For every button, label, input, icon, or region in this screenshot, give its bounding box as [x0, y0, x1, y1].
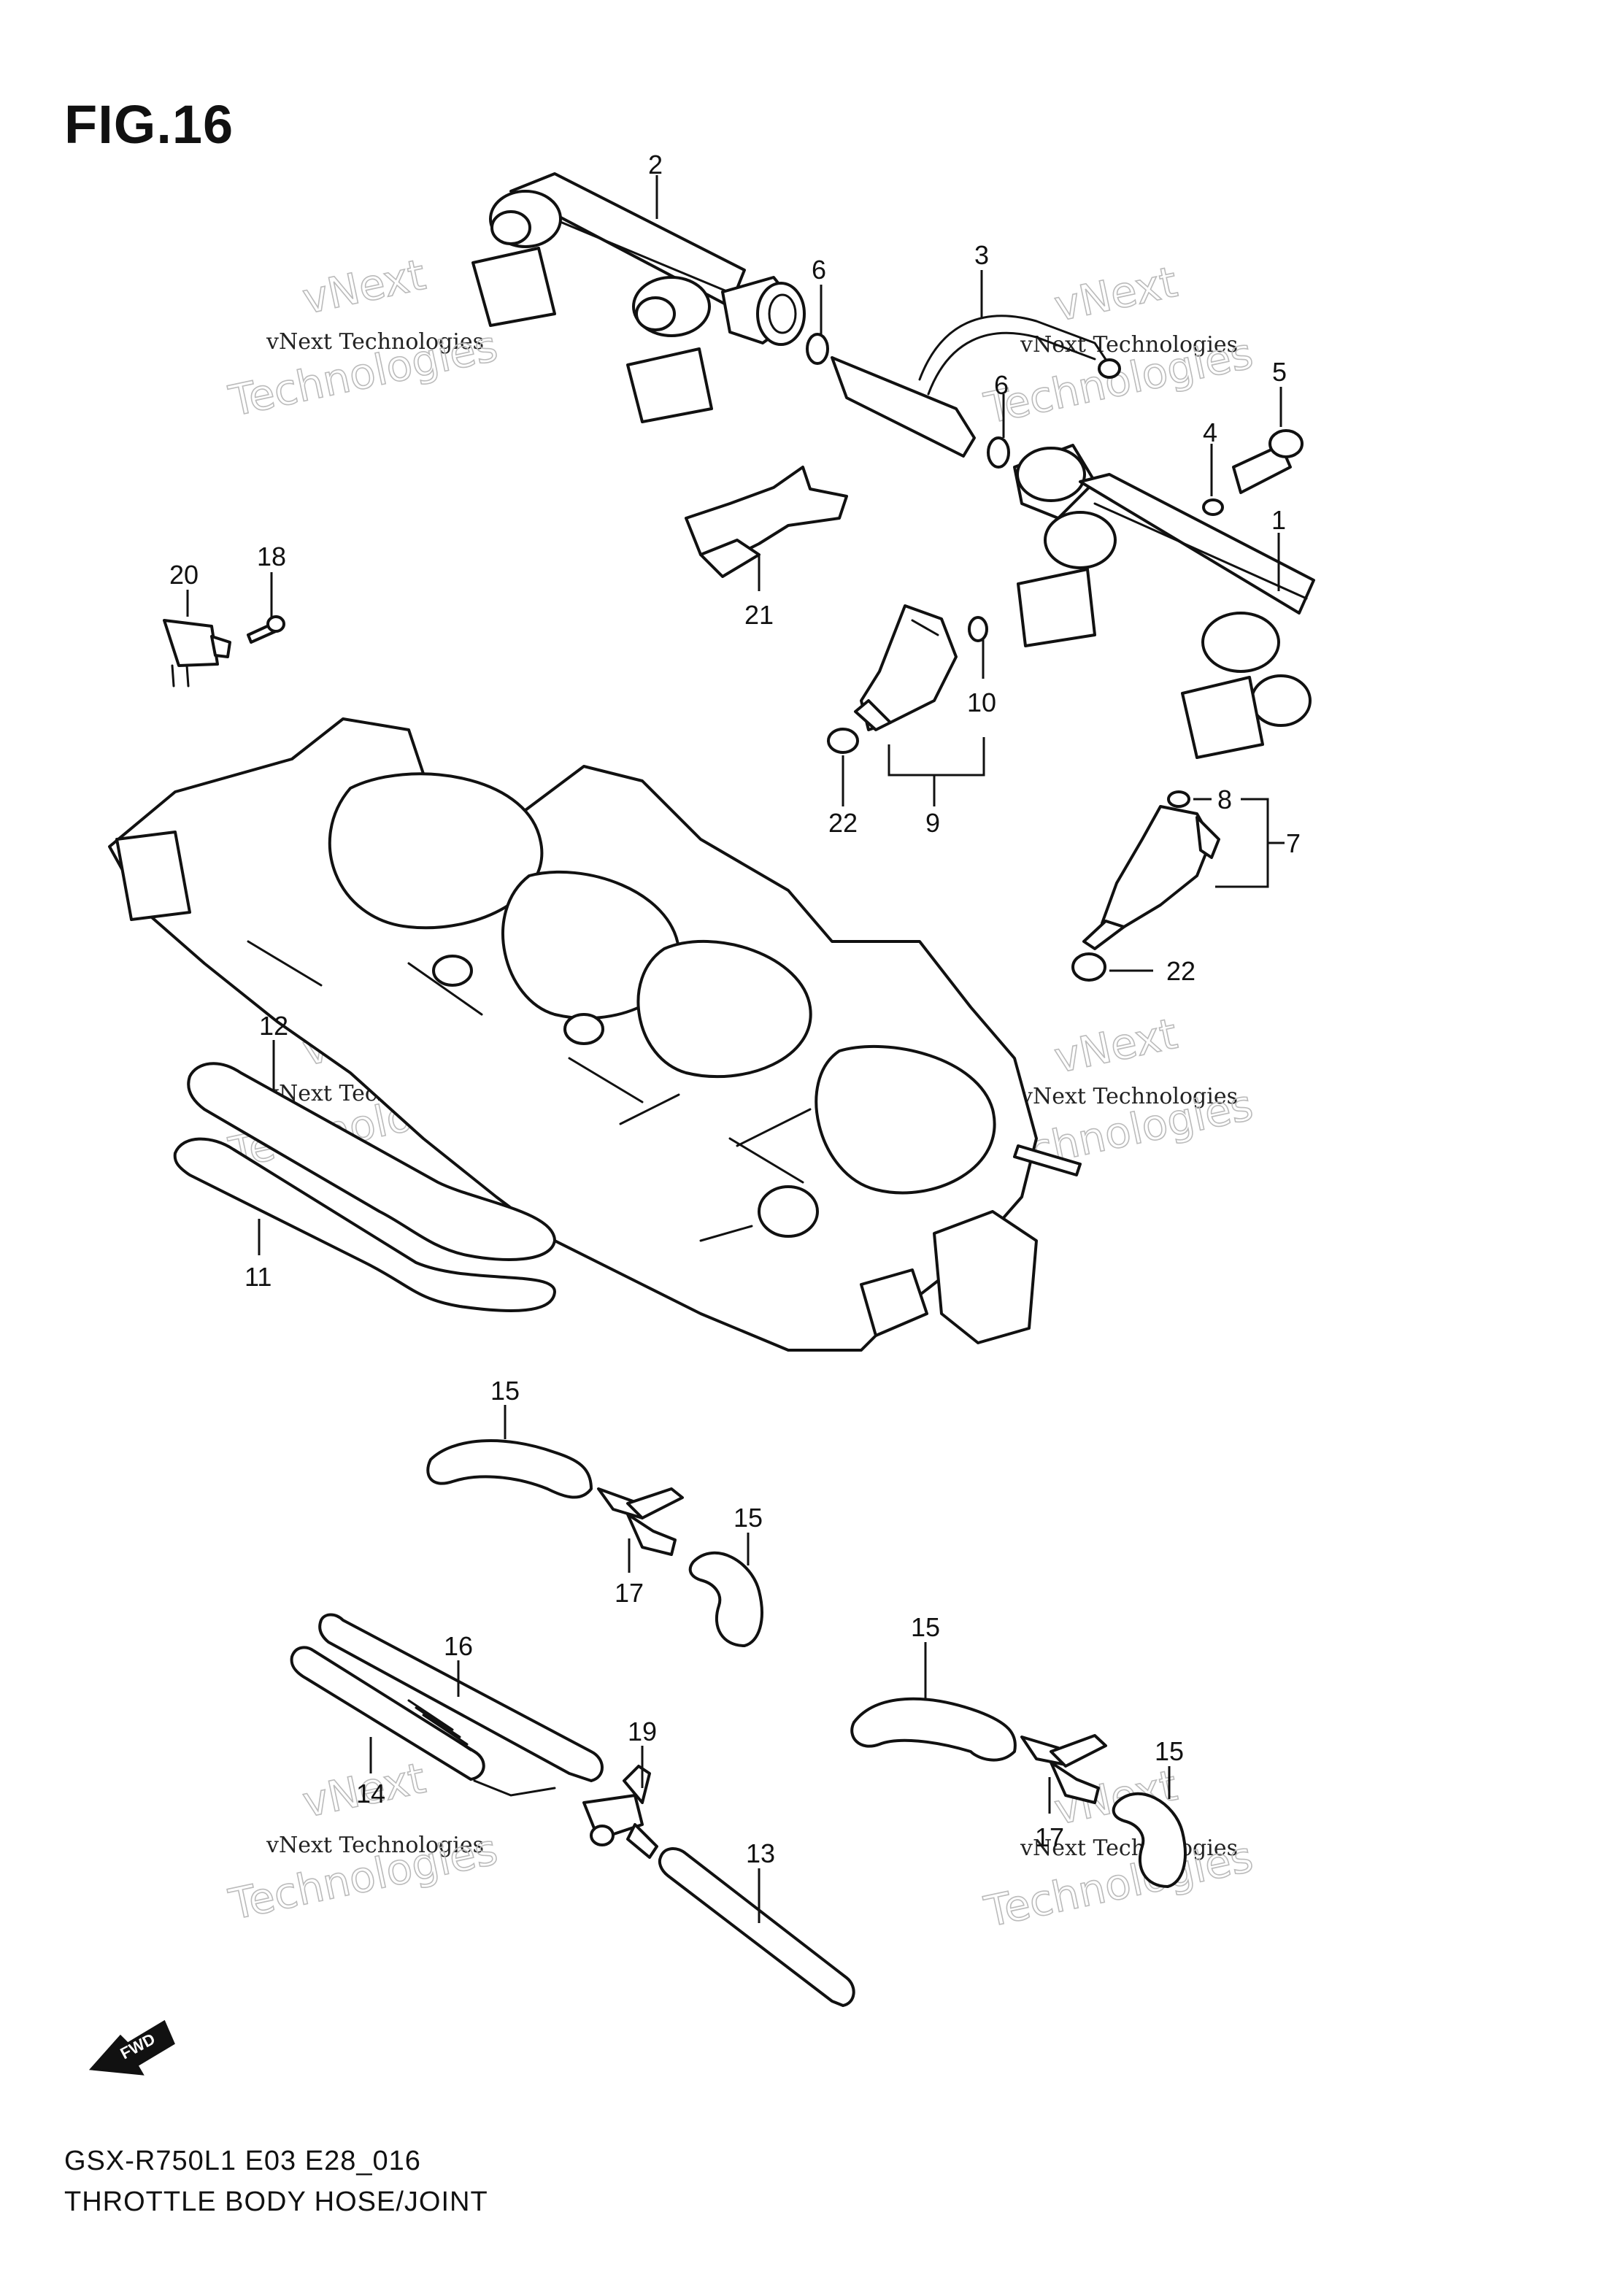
watermark-logo-word: vNext — [299, 250, 430, 324]
watermark-brand-line: vNext Technologies — [266, 329, 484, 355]
callout-11: 11 — [245, 1262, 272, 1292]
callout-14: 14 — [356, 1779, 385, 1808]
part-19-t-joint — [582, 1765, 658, 1859]
callout-4: 4 — [1203, 417, 1217, 447]
part-17-joint-b — [1020, 1734, 1107, 1804]
figure-title: FIG.16 — [64, 94, 234, 155]
callout-19: 19 — [628, 1717, 657, 1746]
watermark-top-right: vNext vNext Technologies Technologies — [979, 256, 1258, 434]
callout-17-b: 17 — [1035, 1822, 1064, 1852]
part-13-hose — [658, 1847, 855, 2007]
part-21-clamp — [685, 466, 848, 578]
part-20-pressure-sensor — [163, 619, 231, 687]
part-10-o-ring — [968, 616, 988, 642]
watermark-logo-word: vNext — [1050, 257, 1182, 331]
callout-2: 2 — [648, 150, 663, 180]
part-17-joint-a — [597, 1487, 684, 1556]
leader-lines — [186, 175, 1285, 1923]
callout-8: 8 — [1217, 785, 1232, 814]
watermark-brand-line: vNext Technologies — [1020, 1084, 1238, 1109]
part-5-bolt — [1232, 429, 1304, 494]
part-15-hose-b — [688, 1551, 763, 1647]
part-11-hose — [173, 1137, 556, 1312]
callout-15-d: 15 — [1155, 1736, 1184, 1766]
callout-9: 9 — [925, 808, 940, 838]
part-22-cushion-lower — [1071, 952, 1106, 982]
part-6-o-ring-lower — [987, 436, 1010, 469]
callout-21: 21 — [744, 600, 774, 630]
part-1-fuel-delivery-pipe-right — [1013, 444, 1315, 759]
callout-5: 5 — [1272, 357, 1287, 387]
callout-6-lower: 6 — [994, 370, 1009, 400]
part-6-o-ring-upper — [806, 333, 829, 365]
callout-13: 13 — [746, 1838, 775, 1868]
part-9-fuel-injector-secondary — [854, 604, 958, 731]
watermark-brand-line: vNext Technologies — [266, 1833, 484, 1858]
watermark-brand-line: vNext Technologies — [1020, 1835, 1238, 1861]
part-8-o-ring — [1167, 790, 1190, 808]
watermark-bottom-right: vNext vNext Technologies Technologies — [979, 1760, 1258, 1938]
part-15-hose-a — [426, 1438, 593, 1499]
part-15-hose-d — [1112, 1792, 1187, 1888]
callout-7: 7 — [1286, 828, 1301, 858]
callout-15-a: 15 — [490, 1376, 520, 1406]
part-15-hose-c — [850, 1697, 1017, 1762]
part-22-cushion-upper — [827, 728, 859, 754]
model-code-label: GSX-R750L1 E03 E28_016 — [64, 2146, 421, 2176]
part-7-fuel-injector-primary — [1082, 805, 1220, 950]
throttle-body-assembly — [108, 717, 1082, 1352]
callout-18: 18 — [257, 542, 286, 571]
callout-16: 16 — [444, 1631, 473, 1661]
callout-6-upper: 6 — [812, 255, 826, 285]
fwd-arrow-icon: FWD — [88, 2019, 175, 2076]
callout-numbers: 2 6 3 6 5 4 1 20 18 21 10 22 9 8 7 22 12… — [169, 150, 1301, 1868]
callout-22-upper: 22 — [828, 808, 858, 838]
watermark-logo-word: vNext — [1050, 1009, 1182, 1083]
section-name-label: THROTTLE BODY HOSE/JOINT — [64, 2187, 488, 2217]
callout-17-a: 17 — [615, 1578, 644, 1608]
part-18-screw — [247, 615, 285, 644]
callout-12: 12 — [259, 1011, 288, 1041]
callout-15-b: 15 — [734, 1503, 763, 1533]
part-12-hose — [187, 1062, 556, 1261]
callout-20: 20 — [169, 560, 199, 590]
part-4-washer — [1202, 498, 1224, 516]
callout-10: 10 — [967, 687, 996, 717]
callout-1: 1 — [1271, 505, 1286, 535]
callout-22-lower: 22 — [1166, 956, 1195, 986]
part-14-leader-bracket — [473, 1779, 556, 1797]
watermark-top-left: vNext vNext Technologies Technologies — [224, 249, 502, 427]
part-16-hose — [318, 1613, 604, 1782]
part-14-filter-hose — [290, 1646, 485, 1781]
callout-15-c: 15 — [911, 1612, 940, 1642]
part-3-fuel-joint-pipe — [831, 315, 1121, 458]
callout-3: 3 — [974, 240, 989, 270]
part-2-fuel-delivery-pipe-left — [471, 172, 806, 423]
